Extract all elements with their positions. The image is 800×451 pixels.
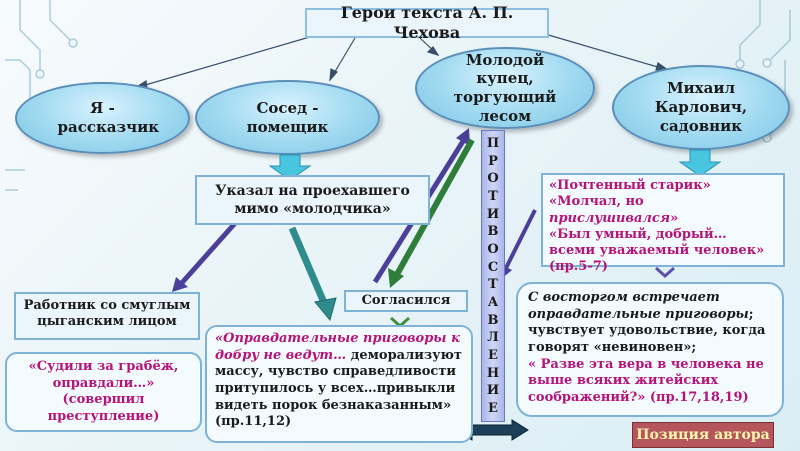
box-worker: Работник со смуглым цыганским лицом	[14, 292, 200, 340]
box-gardener-quotes: «Почтенный старик» «Молчал, но прислушив…	[541, 173, 785, 274]
oval-merchant: Молодой купец, торгующий лесом	[415, 47, 595, 129]
diagram-title: Герои текста А. П. Чехова	[305, 3, 549, 42]
box-agreed: Согласился	[344, 290, 468, 312]
oval-gardener: Михаил Карлович, садовник	[612, 65, 790, 150]
box-verdict: «Оправдательные приговоры к добру не вед…	[205, 325, 473, 443]
box-delight: С восторгом встречает оправдательные при…	[516, 282, 784, 417]
box-judged: «Судили за грабёж, оправдали…» (совершил…	[5, 352, 202, 432]
box-pointed: Указал на проехавшего мимо «молодчика»	[195, 175, 430, 225]
quote-listened: «Молчал, но прислушивался»	[549, 194, 679, 226]
author-position-label: Позиция автора	[632, 422, 774, 448]
opposition-column: П Р О Т И В О С Т А В Л Е Н И Е	[481, 130, 505, 422]
oval-neighbor: Сосед - помещик	[195, 80, 380, 155]
oval-narrator: Я - рассказчик	[15, 82, 190, 154]
